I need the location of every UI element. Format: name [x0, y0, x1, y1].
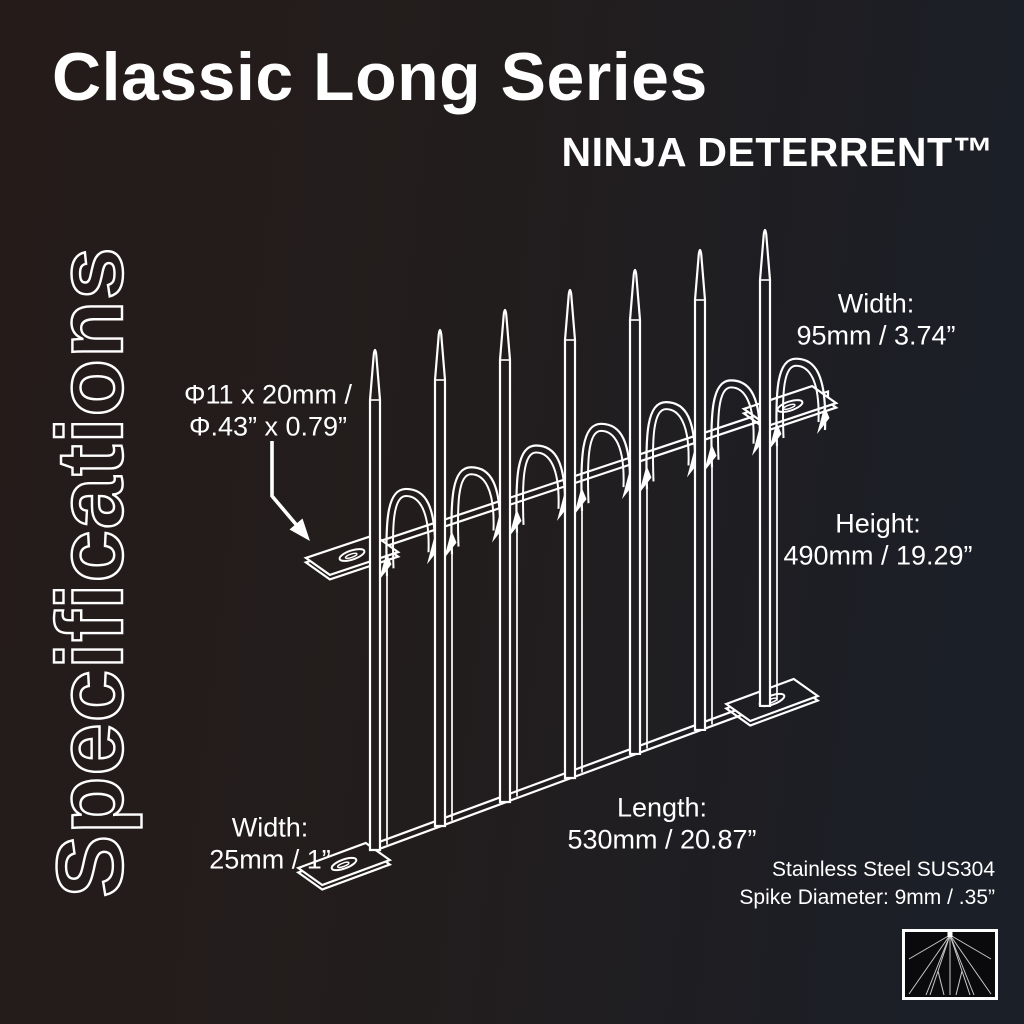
spike-diameter-line: Spike Diameter: 9mm / .35”	[739, 885, 995, 909]
mount-hole-annotation: Φ11 x 20mm / Φ.43” x 0.79”	[184, 379, 352, 444]
brand-name: NINJA DETERRENT™	[561, 129, 994, 175]
spike	[498, 308, 512, 804]
barb-point	[704, 443, 717, 472]
top-width-value: 95mm / 3.74”	[796, 321, 956, 351]
arch-hook	[450, 466, 502, 555]
upper-left-mount-plate-slot	[338, 548, 366, 562]
barb-point	[769, 422, 782, 451]
spike	[693, 248, 707, 732]
lower-left-mount-plate	[295, 841, 393, 887]
arch-hook-inner	[521, 451, 560, 525]
spike	[433, 328, 447, 828]
spike	[368, 348, 382, 852]
specifications-vertical-label: Specifications	[36, 245, 143, 899]
lower-left-mount-plate-slot	[330, 856, 358, 872]
arch-hook	[645, 401, 697, 490]
spike	[628, 268, 642, 756]
base-width-value: 25mm / 1”	[209, 845, 331, 875]
barb-point	[574, 487, 587, 516]
length-value: 530mm / 20.87”	[567, 825, 757, 855]
barb-point	[817, 406, 830, 435]
mount-hole-line2: Φ.43” x 0.79”	[188, 412, 348, 442]
arch-hook	[515, 444, 567, 533]
top-width-annotation: Width: 95mm / 3.74”	[796, 288, 955, 353]
barb-point	[379, 552, 392, 581]
arch-hook	[580, 422, 632, 512]
lower-right-mount-plate	[723, 677, 821, 723]
arch-hook-inner	[586, 429, 625, 504]
arch-hook	[710, 379, 762, 468]
barb-point	[639, 465, 652, 494]
barb-point	[509, 508, 522, 537]
arch-hook-inner	[651, 408, 690, 482]
base-width-annotation: Width: 25mm / 1”	[209, 812, 331, 877]
length-annotation: Length: 530mm / 20.87”	[567, 792, 756, 857]
barb-point	[444, 530, 457, 559]
height-value: 490mm / 19.29”	[783, 541, 973, 571]
arch-hook-inner	[781, 364, 820, 439]
base-width-label: Width:	[231, 812, 309, 843]
material-info: Stainless Steel SUS304 Spike Diameter: 9…	[739, 856, 995, 911]
spike	[758, 228, 772, 708]
mount-hole-line1: Φ11 x 20mm /	[183, 379, 353, 410]
arch-hook-inner	[456, 473, 495, 547]
arch-hook	[775, 357, 827, 447]
mount-hole-arrowhead	[289, 518, 310, 541]
mount-hole-arrow	[270, 441, 307, 537]
material-line: Stainless Steel SUS304	[772, 858, 995, 881]
page-title: Classic Long Series	[52, 39, 708, 115]
arch-hook-inner	[391, 494, 430, 569]
spike	[563, 288, 577, 780]
top-width-label: Width:	[837, 288, 915, 319]
spike-fan-logo-icon	[902, 929, 998, 1000]
length-label: Length:	[616, 792, 708, 823]
height-annotation: Height: 490mm / 19.29”	[783, 508, 972, 573]
height-label: Height:	[835, 508, 921, 539]
arch-hook-inner	[716, 386, 755, 460]
arch-hook	[385, 487, 437, 577]
